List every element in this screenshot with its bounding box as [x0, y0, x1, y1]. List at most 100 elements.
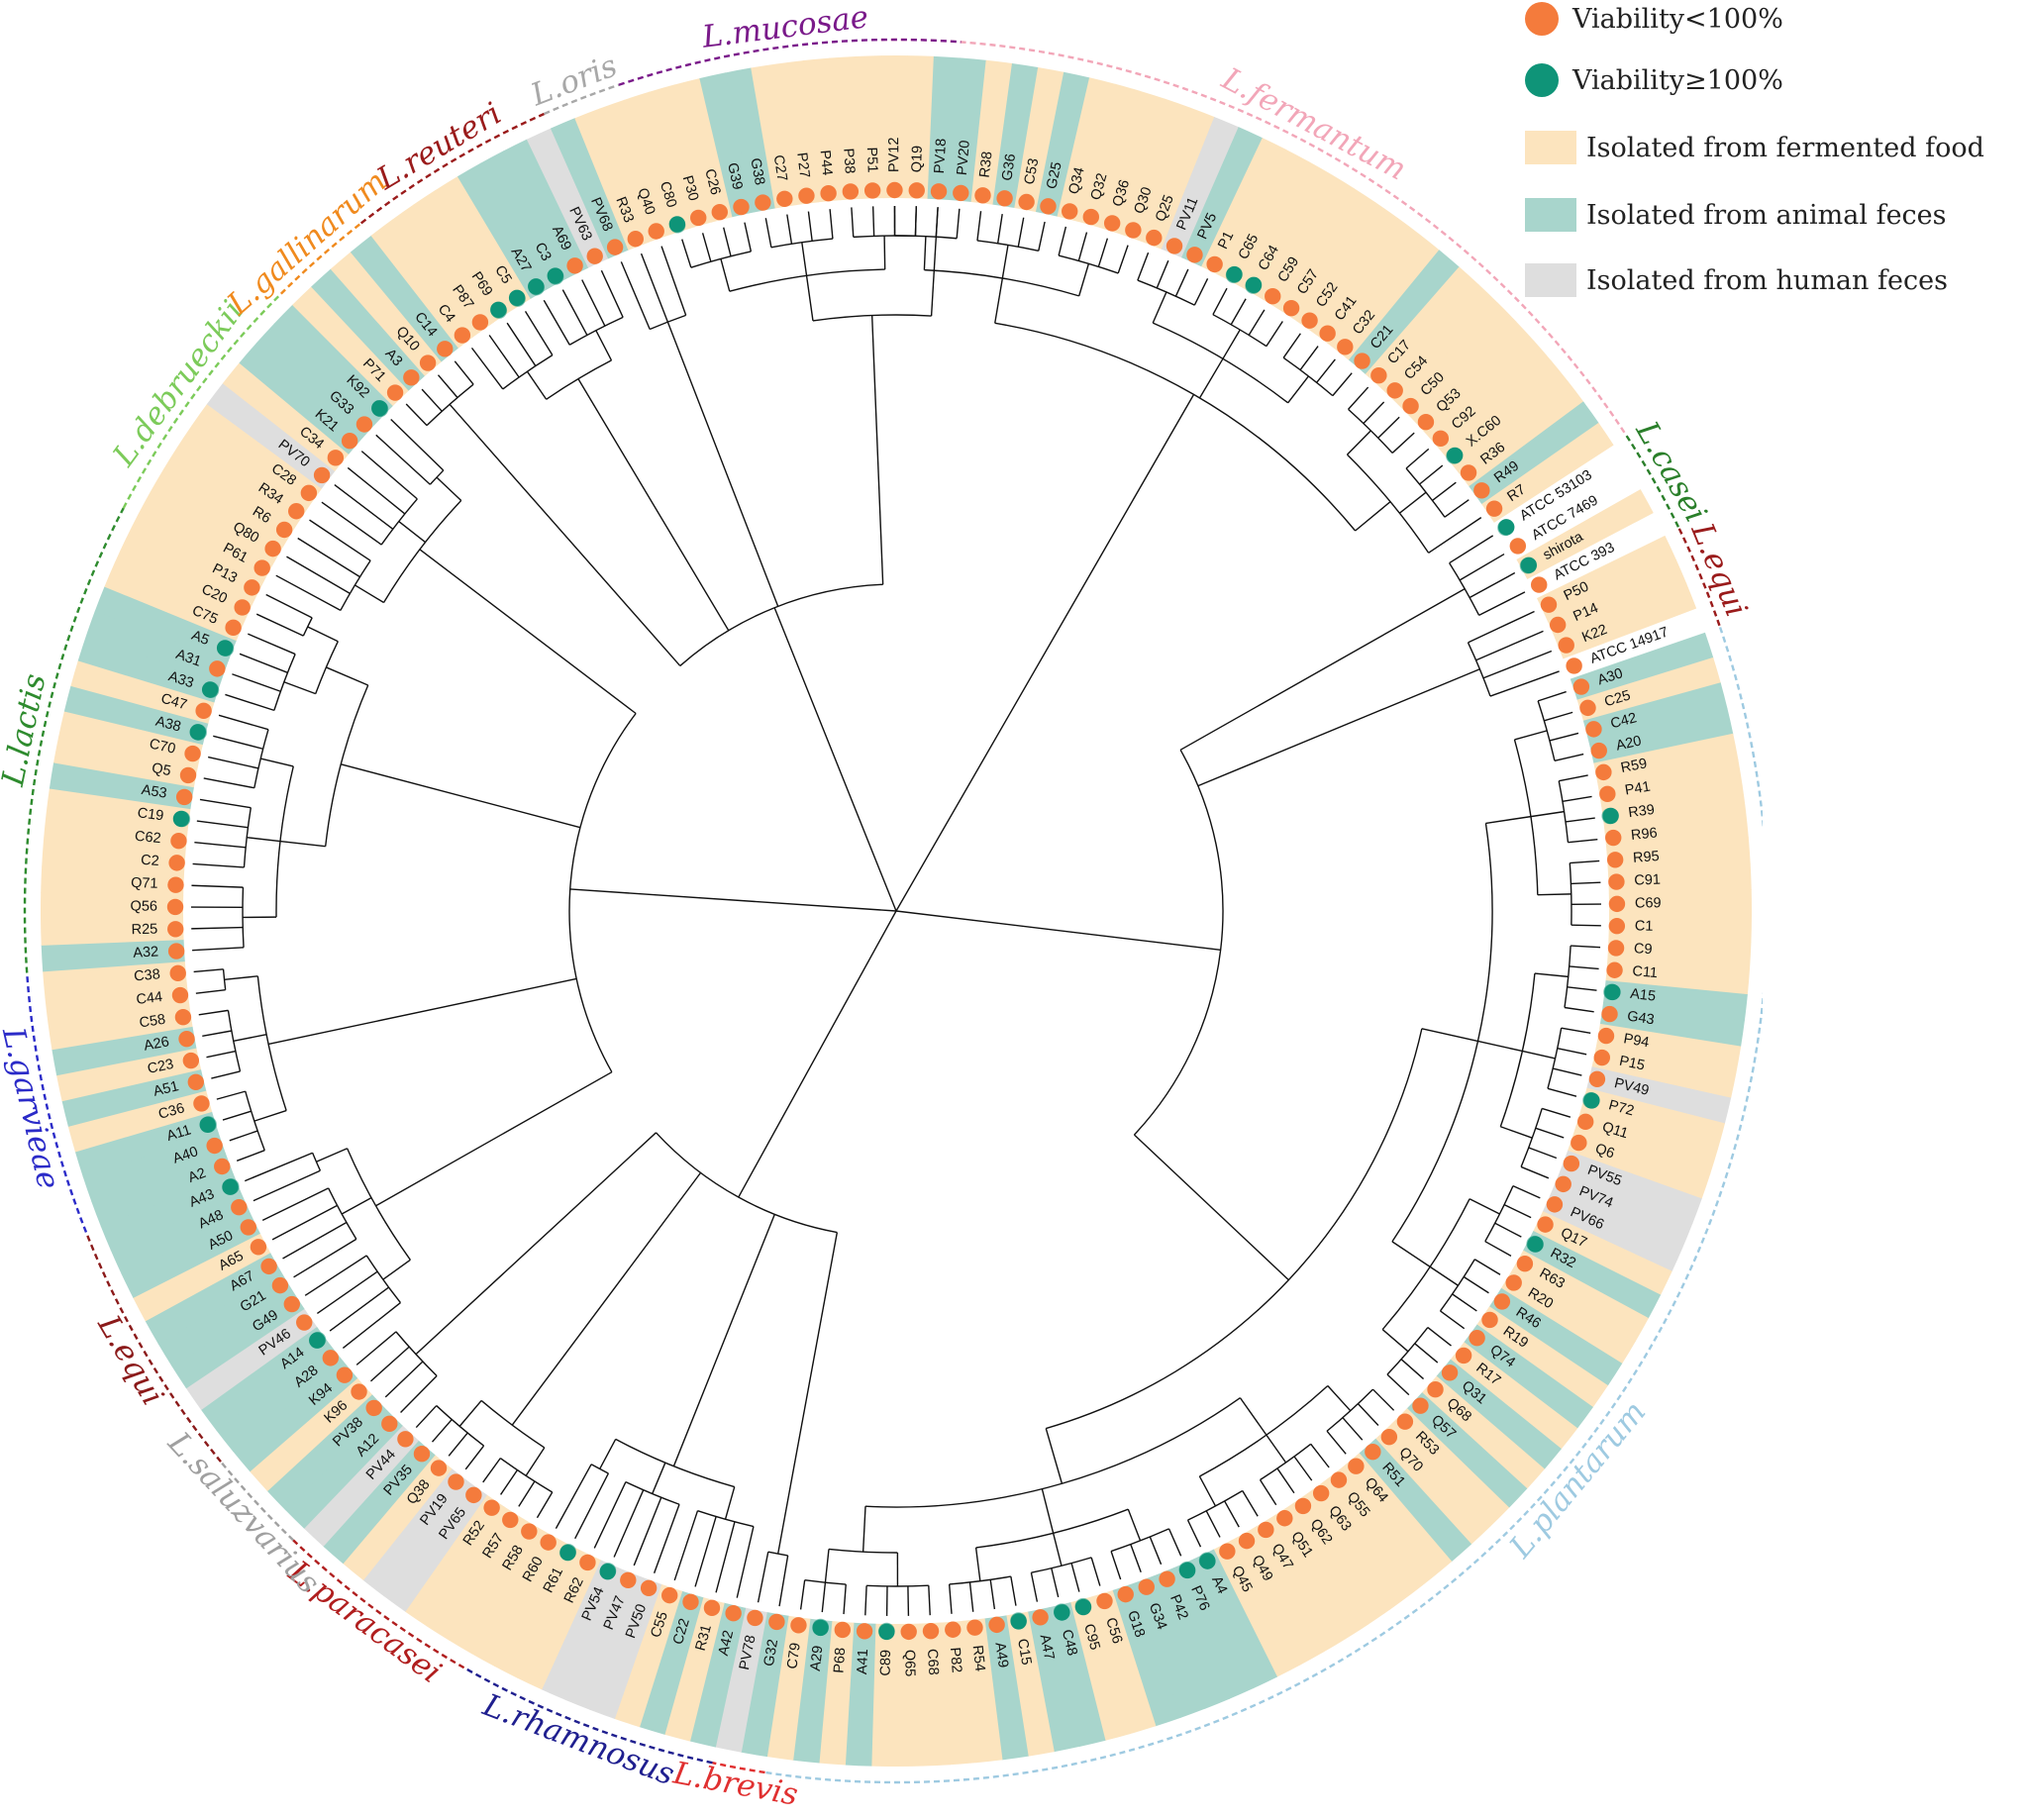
branch	[599, 1439, 617, 1469]
branch	[1391, 1241, 1431, 1267]
clade-arc	[462, 1667, 713, 1765]
viability-dot-green	[528, 279, 545, 296]
source-band	[176, 425, 310, 525]
branch	[229, 1130, 258, 1142]
leaf-label: PV18	[932, 138, 950, 173]
source-band	[829, 55, 863, 201]
branch	[405, 403, 428, 427]
branch	[1212, 287, 1228, 316]
clade-arc	[23, 507, 125, 973]
source-band	[1488, 1287, 1623, 1386]
branch	[723, 227, 732, 256]
branch	[956, 208, 961, 239]
viability-dot	[1348, 1458, 1365, 1474]
viability-dot	[930, 183, 948, 200]
source-band	[1533, 1211, 1672, 1296]
branch	[464, 1445, 485, 1470]
source-band	[855, 55, 885, 199]
leaf-label: P51	[863, 147, 880, 172]
viability-dot	[682, 1593, 699, 1611]
branch	[1569, 965, 1599, 970]
source-band	[1421, 1375, 1545, 1489]
leaf-label: C79	[784, 1642, 803, 1670]
branch-arc	[302, 617, 313, 637]
branch-arc	[1381, 1198, 1470, 1331]
branch	[1419, 464, 1444, 485]
leaf-label: R25	[131, 922, 157, 939]
source-band	[1597, 758, 1743, 807]
source-band	[1427, 340, 1552, 453]
viability-dot	[1432, 430, 1450, 448]
source-band	[61, 1068, 207, 1127]
source-band	[133, 1233, 271, 1322]
branch	[1485, 815, 1532, 825]
branch	[1248, 309, 1266, 336]
branch	[1098, 394, 1195, 560]
branch	[1174, 268, 1189, 297]
branch	[192, 947, 245, 952]
branch	[736, 1526, 755, 1598]
legend-item-animal: Isolated from animal feces	[1525, 198, 1947, 232]
leaf-label: Q56	[131, 899, 158, 915]
branch	[907, 1585, 910, 1616]
source-band	[110, 1193, 252, 1275]
viability-dot	[1082, 208, 1099, 226]
branch	[672, 1214, 775, 1466]
source-band	[383, 1481, 488, 1612]
source-band	[1450, 1342, 1578, 1450]
viability-dot-green	[1526, 1235, 1543, 1253]
branch	[1357, 1403, 1379, 1426]
source-band	[1551, 1170, 1693, 1249]
source-band	[1077, 83, 1141, 229]
viability-dot	[381, 1415, 398, 1433]
branch	[213, 735, 263, 750]
leaf-label: Q32	[1088, 171, 1111, 202]
branch	[400, 1374, 438, 1413]
source-band	[1436, 1359, 1562, 1470]
viability-dot-green	[548, 268, 564, 285]
source-bands	[40, 54, 1752, 1767]
viability-dot-green	[1446, 448, 1463, 464]
leaf-label: G25	[1044, 160, 1064, 190]
branch	[1386, 1373, 1410, 1396]
legend: Viability<100% Viability≥100% Isolated f…	[1525, 0, 2027, 297]
source-band	[49, 761, 194, 810]
viability-dot	[1117, 1585, 1134, 1603]
viability-dot	[1265, 287, 1281, 305]
leaf-label: C36	[156, 1100, 186, 1123]
viability-dot	[1276, 1510, 1293, 1527]
branch-arc	[975, 1508, 1129, 1549]
source-band	[1153, 1567, 1230, 1709]
source-band	[125, 514, 264, 601]
viability-dot	[606, 239, 624, 255]
viability-dot	[1330, 1471, 1348, 1488]
branch	[974, 1547, 981, 1581]
source-band	[1014, 66, 1064, 213]
branch	[382, 1259, 411, 1280]
viability-dot	[240, 1219, 257, 1236]
source-band	[725, 67, 776, 213]
branch	[1463, 1275, 1489, 1294]
branch	[208, 756, 259, 769]
branch	[930, 207, 939, 317]
viability-dot	[1380, 1428, 1398, 1446]
source-band	[43, 961, 187, 998]
viability-dot	[206, 1137, 223, 1155]
viability-dot	[471, 314, 489, 331]
source-band	[870, 1623, 898, 1767]
branch	[829, 209, 834, 240]
leaf-label: R39	[1627, 802, 1655, 821]
branch-arc	[1137, 279, 1195, 306]
leaf-label: P72	[1607, 1097, 1636, 1119]
branch	[1564, 1006, 1594, 1013]
source-band	[48, 1004, 193, 1051]
viability-dot	[1396, 1413, 1414, 1430]
branch-arc	[649, 314, 686, 331]
branch	[1514, 730, 1548, 741]
branch	[375, 434, 431, 485]
leaf-label: C68	[924, 1649, 941, 1675]
source-band	[1220, 149, 1310, 287]
branch	[1489, 670, 1560, 697]
branch	[1512, 1185, 1541, 1199]
branch	[574, 1472, 610, 1540]
